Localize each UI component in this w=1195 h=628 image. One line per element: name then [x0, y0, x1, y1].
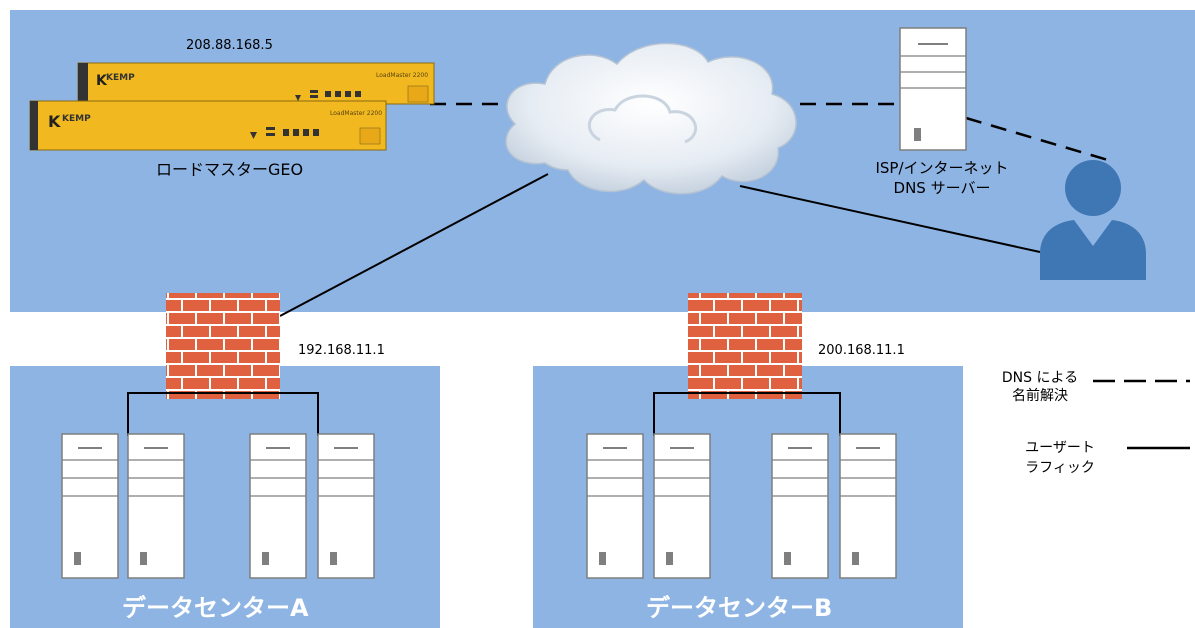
appliance-model-top: LoadMaster 2200 — [376, 72, 429, 79]
server-icon — [249, 433, 307, 579]
dns-server-label-line1: ISP/インターネット — [875, 159, 1009, 177]
datacenter-b-title: データセンターB — [646, 594, 833, 622]
firewall-a-ip: 192.168.11.1 — [298, 343, 385, 358]
legend-traffic-label-line2: ラフィック — [1025, 460, 1095, 476]
datacenter-a-title: データセンターA — [122, 594, 309, 622]
legend-dns-label-line2: 名前解決 — [1012, 388, 1068, 404]
appliance-brand-top: KEMP — [106, 73, 135, 83]
server-icon — [653, 433, 711, 579]
svg-text:K: K — [96, 73, 108, 89]
datacenter-b-wiring — [653, 392, 841, 436]
loadmaster-name: ロードマスターGEO — [156, 160, 304, 179]
user-icon — [1040, 160, 1146, 280]
server-icon — [586, 433, 644, 579]
legend-traffic-label-line1: ユーザート — [1025, 440, 1095, 456]
legend-dns-label-line1: DNS による — [1001, 370, 1079, 386]
server-icon — [61, 433, 119, 579]
firewall-icon — [688, 293, 802, 399]
firewall-icon — [166, 293, 280, 399]
appliance-icon: K K — [29, 62, 435, 151]
dns-server-icon — [899, 27, 967, 151]
server-icon — [127, 433, 185, 579]
server-icon — [839, 433, 897, 579]
server-icon — [771, 433, 829, 579]
svg-text:K: K — [48, 112, 61, 131]
traffic-link-cloud-user — [739, 185, 1041, 253]
firewall-b-ip: 200.168.11.1 — [818, 343, 905, 358]
datacenter-a-wiring — [127, 392, 319, 436]
cloud-icon — [505, 42, 797, 195]
appliance-model-bottom: LoadMaster 2200 — [330, 110, 383, 117]
dns-server-label-line2: DNS サーバー — [893, 179, 991, 197]
appliance-brand-bottom: KEMP — [62, 114, 91, 124]
loadmaster-ip: 208.88.168.5 — [186, 38, 273, 53]
traffic-link-cloud-firewall-a — [279, 173, 549, 317]
server-icon — [317, 433, 375, 579]
